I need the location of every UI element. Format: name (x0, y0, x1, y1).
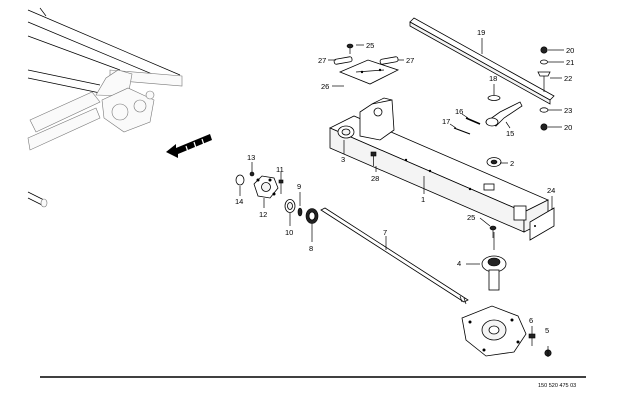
part-bolt-6 (528, 333, 536, 346)
callout-14: 14 (235, 197, 243, 206)
travel-direction-arrow (166, 134, 212, 158)
callout-10: 10 (285, 228, 293, 237)
callout-2: 2 (510, 159, 514, 168)
callout-21: 21 (566, 58, 574, 67)
callout-12: 12 (259, 210, 267, 219)
callout-13: 13 (247, 153, 255, 162)
callout-11: 11 (276, 165, 284, 174)
part-washer-23 (539, 107, 549, 113)
part-plate-24 (529, 207, 555, 241)
callout-20-top: 20 (566, 46, 574, 55)
part-bar-19 (409, 17, 555, 105)
part-screw-25-top (346, 43, 354, 54)
part-beam-1 (329, 97, 549, 233)
callout-15: 15 (506, 129, 514, 138)
callout-3: 3 (341, 155, 345, 164)
callout-16: 16 (455, 107, 463, 116)
callout-25-lower: 25 (467, 213, 475, 222)
part-bolt-11 (278, 179, 284, 194)
callout-27-right: 27 (406, 56, 414, 65)
callout-25-top: 25 (366, 41, 374, 50)
callout-4: 4 (457, 259, 461, 268)
part-universal-joint-4 (481, 232, 507, 291)
leader-lines (239, 38, 564, 357)
callout-8: 8 (309, 244, 313, 253)
part-lever-15 (485, 101, 523, 127)
callout-17: 17 (442, 117, 450, 126)
callout-labels: 1 2 3 4 5 6 7 8 9 10 11 12 13 14 15 16 1… (235, 28, 574, 335)
part-nut-20-bottom (540, 123, 548, 131)
callout-7: 7 (383, 228, 387, 237)
part-washer-18 (487, 95, 501, 101)
callout-23: 23 (564, 106, 572, 115)
part-screw-25-lower (489, 225, 497, 238)
part-seal-9 (297, 207, 303, 217)
part-pin-17 (453, 127, 471, 135)
part-bearing-housing-12 (253, 175, 279, 199)
document-code: 150 520 475 03 (538, 383, 576, 389)
part-nut-2 (486, 157, 502, 167)
part-nut-20-top (540, 46, 548, 54)
part-nipple-13 (249, 171, 255, 177)
part-ring-14 (235, 174, 245, 186)
part-clip-27-left (333, 56, 353, 65)
part-shaft-7 (320, 207, 469, 305)
callout-5: 5 (545, 326, 549, 335)
callout-18: 18 (489, 74, 497, 83)
callout-22: 22 (564, 74, 572, 83)
part-bushing-3 (337, 125, 355, 139)
part-plate-26 (338, 59, 400, 85)
part-clip-27-right (379, 56, 399, 65)
part-bolt-28 (370, 151, 377, 166)
part-washer-21 (540, 59, 548, 65)
part-gearbox (461, 305, 527, 357)
callout-9: 9 (297, 182, 301, 191)
callout-1: 1 (421, 195, 425, 204)
callout-24: 24 (547, 186, 555, 195)
callout-26: 26 (321, 82, 329, 91)
part-washer-10 (284, 199, 296, 213)
part-bolt-22 (537, 71, 551, 92)
callout-20-bottom: 20 (564, 123, 572, 132)
callout-28: 28 (371, 174, 379, 183)
callout-19: 19 (477, 28, 485, 37)
part-pin-16 (465, 117, 481, 125)
part-seal-8 (305, 208, 319, 224)
callout-27-left: 27 (318, 56, 326, 65)
tractor-frame-context (27, 7, 183, 208)
callout-6: 6 (529, 316, 533, 325)
